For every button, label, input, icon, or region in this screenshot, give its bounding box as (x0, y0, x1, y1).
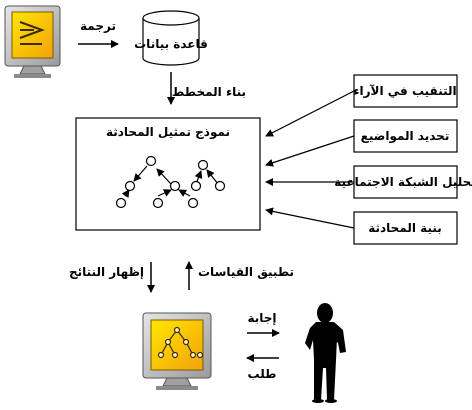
tree-node (152, 197, 164, 209)
translate-label: ترجمة (80, 19, 116, 33)
build-schema-label: بناء المخطط (172, 85, 246, 99)
tree-node (197, 159, 209, 171)
tree-node (187, 197, 199, 209)
module-topic-detection: تحديد المواضيع (353, 119, 458, 153)
arrow-opinion-mining (265, 90, 355, 137)
tree-node (214, 180, 226, 192)
database-cylinder-icon (142, 10, 200, 66)
svg-text:التنقيب في الآراء: التنقيب في الآراء (353, 84, 456, 98)
tree-monitor-icon (142, 312, 212, 390)
tree-node (124, 180, 136, 192)
arrow-topic-detection (265, 135, 355, 167)
module-social-network-analysis: تحليل الشبكة الاجتماعية (334, 165, 472, 199)
arrow-conversation-structure (265, 207, 355, 229)
tree-node (115, 197, 127, 209)
module-conversation-structure: بنية المحادثة (353, 211, 458, 245)
svg-text:تحديد المواضيع: تحديد المواضيع (361, 129, 450, 144)
database-label: قاعدة بيانات (134, 37, 208, 51)
apply-measures-label: تطبيق القياسات (198, 265, 294, 279)
conversation-model-box (75, 117, 261, 231)
answer-label: إجابة (247, 311, 276, 325)
svg-text:تحليل الشبكة الاجتماعية: تحليل الشبكة الاجتماعية (334, 175, 472, 189)
document-monitor-icon (4, 5, 61, 78)
tree-node (169, 180, 181, 192)
svg-text:بنية المحادثة: بنية المحادثة (368, 221, 442, 235)
tree-node (145, 155, 157, 167)
tree-nodes (115, 155, 226, 209)
module-opinion-mining: التنقيب في الآراء (353, 74, 458, 108)
tree-node (190, 180, 202, 192)
show-results-label: إظهار النتائج (69, 265, 144, 279)
person-silhouette-icon (305, 303, 346, 403)
request-label: طلب (248, 367, 277, 381)
model-title: نموذج تمثيل المحادثة (106, 125, 230, 140)
